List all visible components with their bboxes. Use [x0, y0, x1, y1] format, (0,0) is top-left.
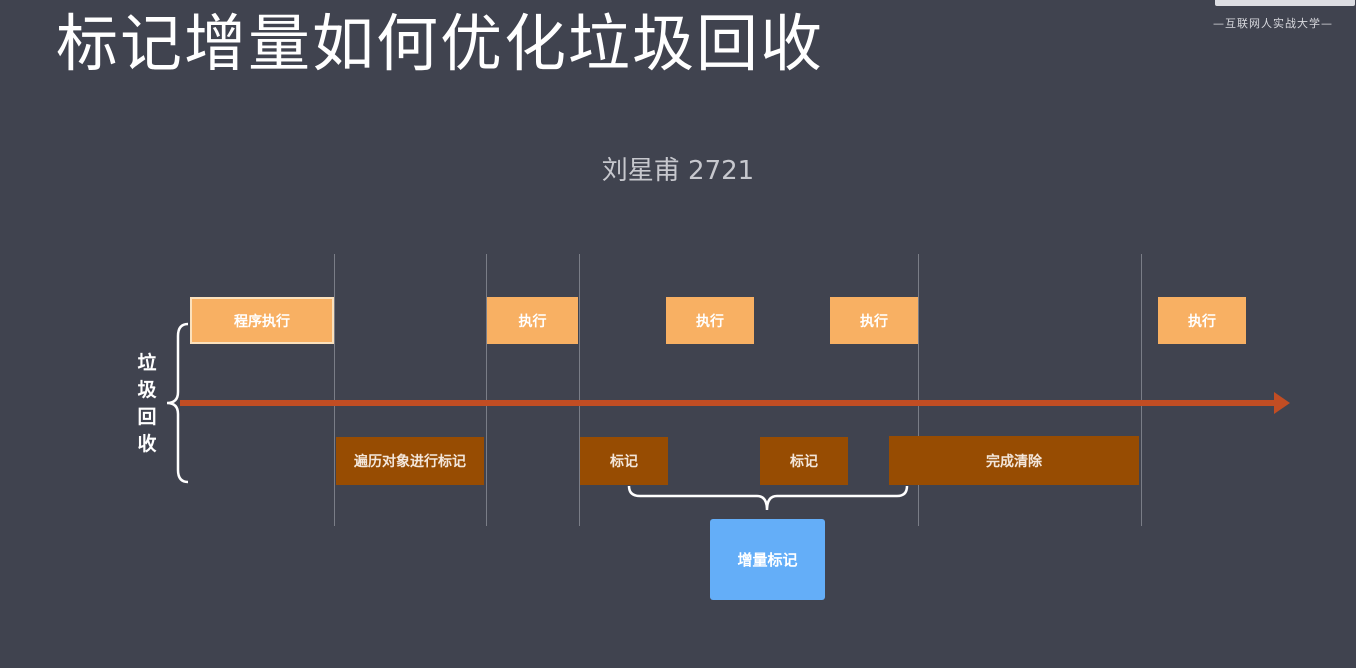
logo: —互联网人实战大学— [1211, 0, 1356, 34]
exec-box-label: 执行 [518, 313, 547, 330]
gc-box: 遍历对象进行标记 [336, 437, 484, 485]
timeline-divider [579, 254, 580, 526]
slide-title: 标记增量如何优化垃圾回收 [56, 7, 825, 80]
logo-mark [1215, 0, 1355, 6]
exec-box: 执行 [666, 297, 754, 344]
gc-box-label: 标记 [610, 454, 638, 470]
gc-box-label: 标记 [790, 454, 818, 470]
timeline-arrowhead [1274, 392, 1290, 414]
incremental-mark-label: 增量标记 [737, 551, 798, 569]
timeline-axis [180, 400, 1276, 406]
incremental-brace-path [627, 485, 909, 511]
exec-box: 执行 [1158, 297, 1246, 344]
exec-box-label: 执行 [696, 313, 724, 330]
exec-box: 程序执行 [190, 297, 334, 344]
left-brace-path [166, 322, 189, 484]
logo-subtitle: —互联网人实战大学— [1213, 17, 1333, 30]
timeline-divider [486, 254, 487, 526]
timeline-divider [918, 254, 919, 526]
gc-box: 标记 [760, 437, 848, 485]
watermark: 刘星甫 2721 [601, 156, 755, 186]
incremental-mark-box: 增量标记 [710, 519, 825, 600]
gc-box: 标记 [580, 437, 668, 485]
exec-box-label: 执行 [1188, 313, 1216, 330]
exec-box: 执行 [830, 297, 918, 344]
timeline-divider [334, 254, 335, 526]
timeline-divider [1141, 254, 1142, 526]
exec-box-label: 执行 [860, 313, 888, 330]
side-label: 垃圾回收 [137, 352, 157, 455]
gc-box: 完成清除 [889, 436, 1139, 485]
gc-box-label: 遍历对象进行标记 [354, 454, 466, 470]
gc-box-label: 完成清除 [986, 453, 1042, 470]
exec-box-label: 程序执行 [234, 313, 290, 330]
exec-box: 执行 [487, 297, 578, 344]
